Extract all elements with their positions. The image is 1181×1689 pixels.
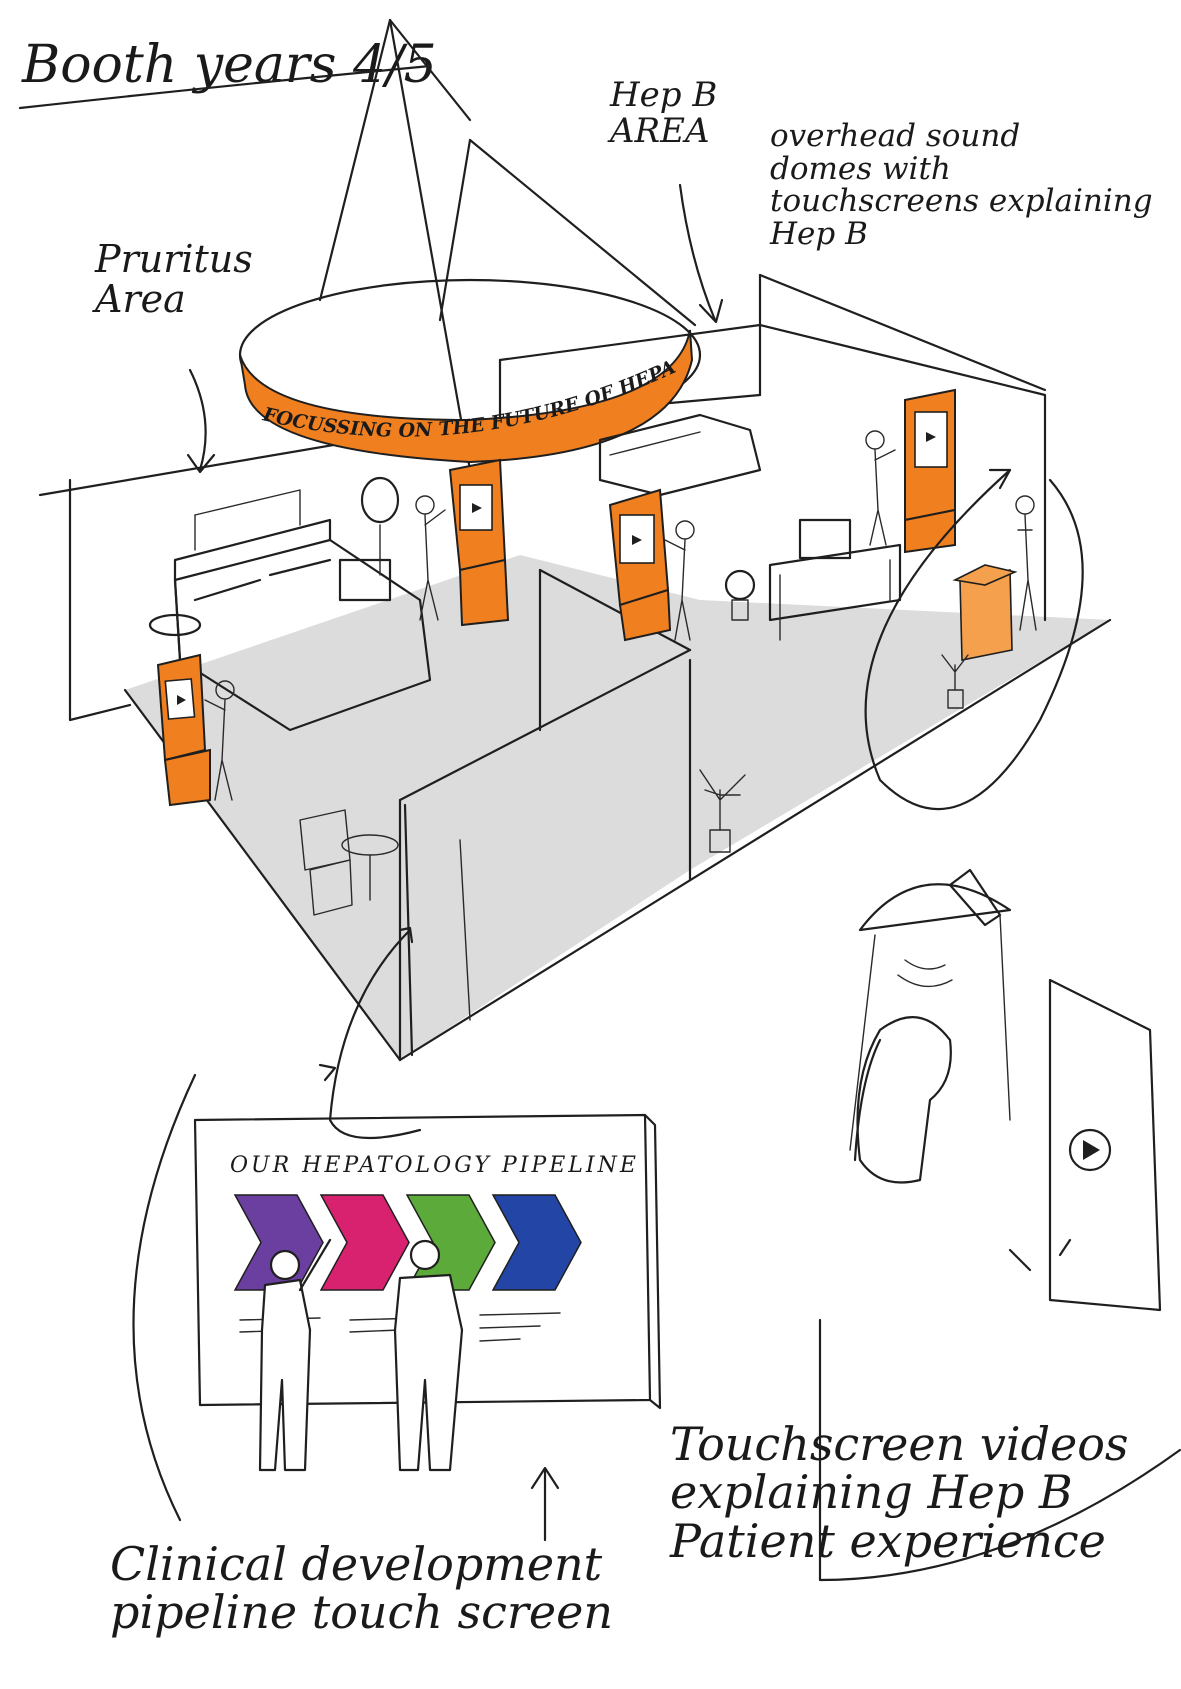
kiosk-3: [608, 488, 672, 642]
touchscreen-videos-label: Touchscreen videos explaining Hep B Pati…: [670, 1417, 1129, 1568]
dome-callout-line: [864, 468, 1084, 811]
title-underline: [18, 64, 432, 110]
overhead-label: overhead sound domes with touchscreens e…: [770, 118, 1153, 252]
hep-b-arrow: [678, 183, 717, 322]
title-group: Booth years 4/5: [18, 35, 437, 110]
pipeline-board-title: OUR HEPATOLOGY PIPELINE: [230, 1153, 639, 1178]
clinical-label: Clinical development pipeline touch scre…: [110, 1537, 613, 1640]
booth-people: [204, 430, 1037, 801]
dome-panel-border: [818, 1318, 1181, 1582]
pruritus-arrow: [188, 368, 207, 472]
plants: [699, 654, 969, 853]
pipeline-viewers: [258, 1238, 464, 1472]
pipeline-callout-line: [328, 928, 422, 1140]
pipeline-chevrons: [233, 1194, 582, 1291]
hep-b-area-label: Hep B AREA: [610, 75, 718, 151]
booth-floor: [125, 555, 1110, 1060]
lounge-area: [598, 413, 902, 641]
kiosk-2: [448, 458, 510, 627]
pipeline-chevron-2: [319, 1194, 410, 1291]
dome-closeup: [818, 868, 1181, 1582]
reception-desk: [952, 564, 1018, 661]
pipeline-chevron-4: [491, 1194, 582, 1291]
pipeline-board: OUR HEPATOLOGY PIPELINE: [193, 1113, 662, 1472]
chairs: [299, 809, 399, 916]
pipeline-arrow: [132, 1073, 197, 1522]
kiosk-4: [904, 388, 956, 554]
ring-banner: [239, 329, 694, 464]
callout-arrows: [132, 183, 1084, 1542]
pruritus-label: Pruritus Area: [95, 237, 253, 321]
kiosk-1: [156, 653, 211, 807]
